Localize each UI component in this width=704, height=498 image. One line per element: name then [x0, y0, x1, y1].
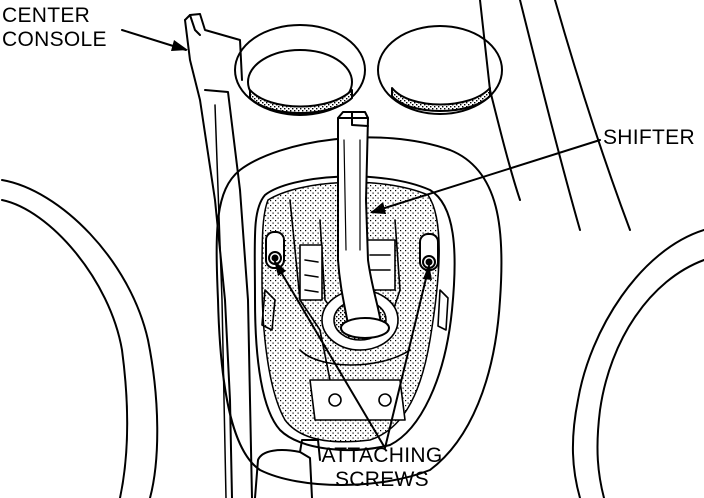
shifter-lever: [337, 111, 390, 339]
leader-screw-right: [384, 265, 430, 449]
label-shifter: SHIFTER: [603, 126, 695, 150]
cup-holder-right: [377, 25, 503, 115]
arrowhead-shifter: [370, 202, 386, 214]
cup-holder-left: [234, 24, 366, 116]
arrowhead-center-console: [171, 40, 188, 51]
label-attaching-screws-line2: SCREWS: [335, 468, 429, 491]
arrowhead-screw-right: [423, 264, 432, 280]
center-console-column: [184, 13, 253, 498]
shifter-bezel: [215, 136, 503, 486]
label-center-console-line1: CENTER: [2, 4, 91, 27]
leader-shifter: [371, 139, 601, 213]
attaching-screw-left: [265, 231, 285, 269]
left-seat-outline: [1, 179, 159, 498]
arrowhead-screw-left: [274, 260, 286, 276]
leader-screw-left: [274, 261, 386, 449]
label-attaching-screws-line1: ATTACHING: [321, 444, 443, 467]
lower-console-piece: [254, 439, 321, 498]
label-center-console: CENTER CONSOLE: [2, 4, 107, 52]
label-shifter-text: SHIFTER: [603, 126, 695, 149]
right-seat-outline: [571, 229, 704, 498]
dashboard-edge: [479, 0, 631, 231]
label-center-console-line2: CONSOLE: [2, 28, 107, 51]
label-attaching-screws: ATTACHING SCREWS: [318, 444, 446, 492]
